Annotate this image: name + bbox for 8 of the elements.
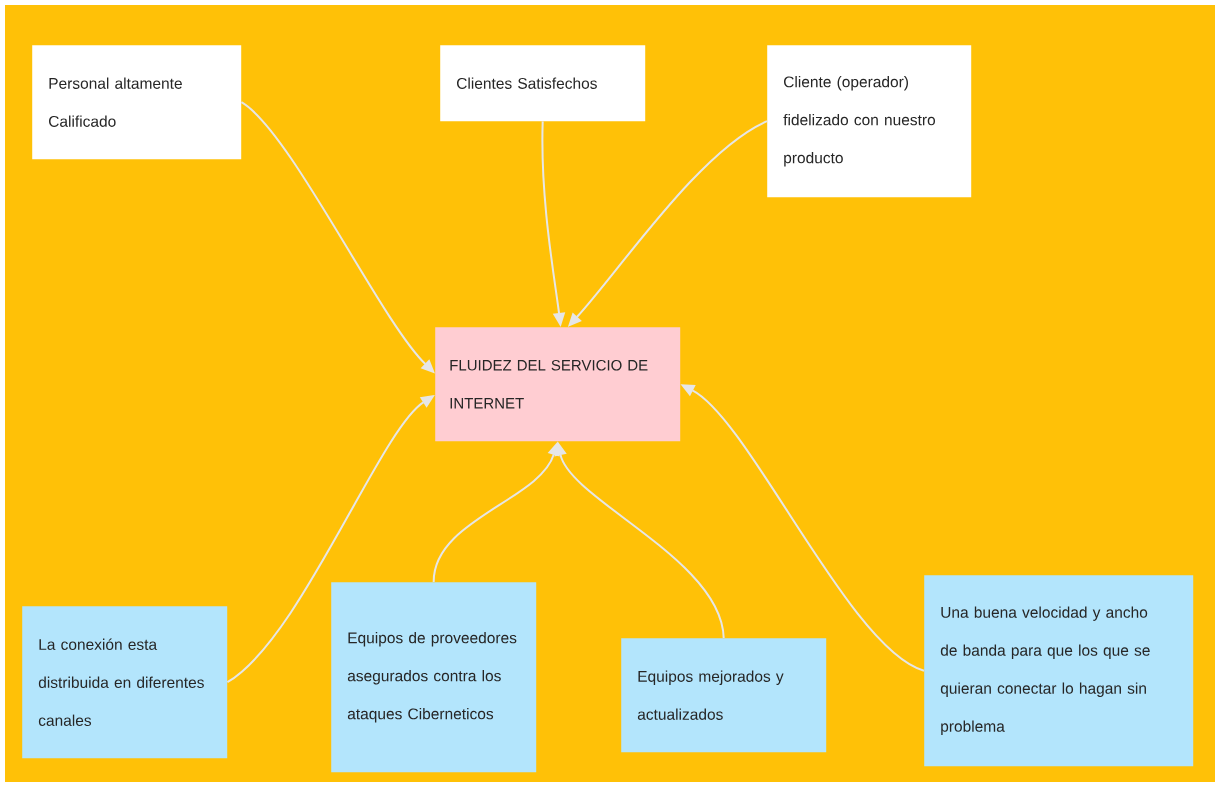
central-box: FLUIDEZ DEL SERVICIO DE INTERNET <box>435 327 681 442</box>
outcome-card: Clientes Satisfechos <box>440 45 646 122</box>
cause-card: Equipos mejorados y actualizados <box>621 638 827 753</box>
cause-card: Equipos de proveedores asegurados contra los ataques Ciberneticos <box>331 582 537 773</box>
cause-card: La conexión esta distribuida en diferentes canales <box>22 606 228 759</box>
outcome-card: Cliente (operador) fidelizado con nuestro producto <box>767 45 972 198</box>
cause-card: Una buena velocidad y ancho de banda para que los que se quieran conectar lo hagan sin problema <box>924 575 1194 767</box>
outcome-card: Personal altamente Calificado <box>32 45 242 160</box>
